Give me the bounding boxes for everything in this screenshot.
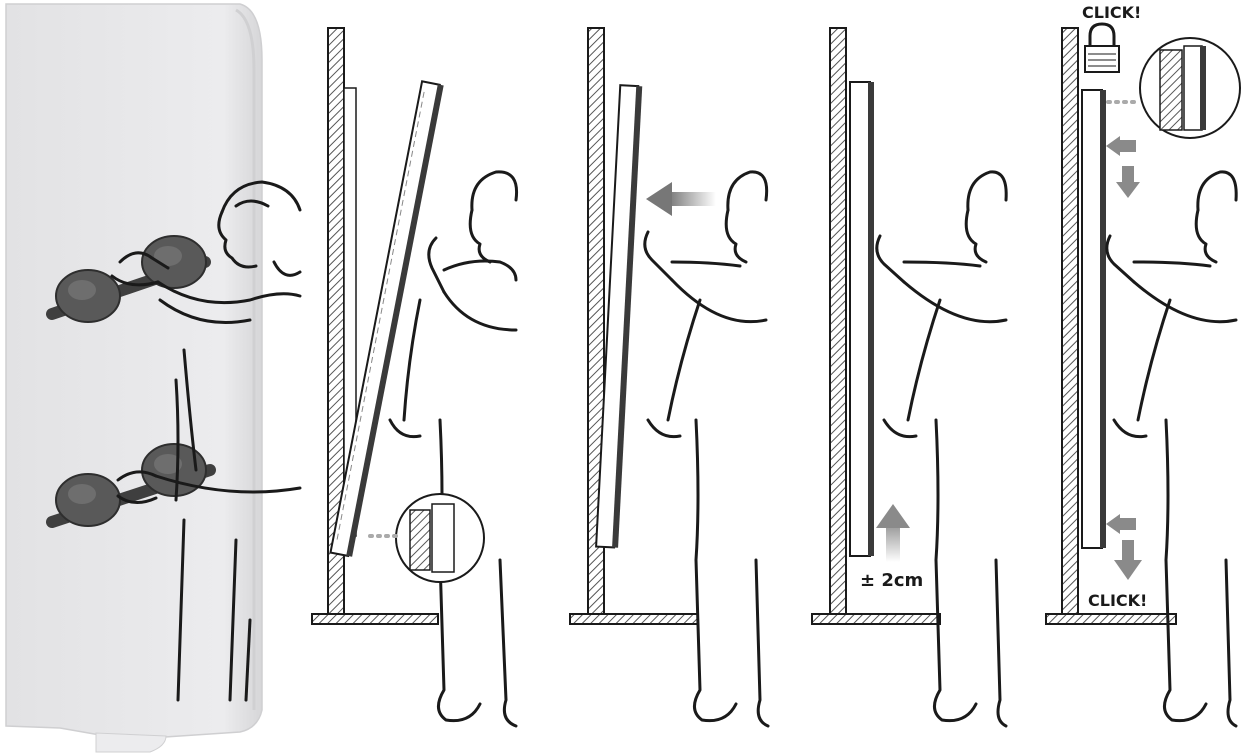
person-3 <box>645 172 768 726</box>
floor <box>570 614 698 624</box>
arrow-left-icon <box>646 182 716 216</box>
wall <box>1062 28 1078 614</box>
person-5 <box>1107 172 1236 726</box>
arrow-left-icon <box>1106 136 1136 156</box>
detail-magnifier-5 <box>1108 38 1240 138</box>
padlock-icon <box>1085 24 1119 72</box>
display-4 <box>850 82 870 556</box>
arrow-down-icon <box>1116 166 1140 198</box>
floor <box>1046 614 1176 624</box>
floor <box>312 614 438 624</box>
step-2-hook-panel <box>312 28 517 726</box>
panel-stand-tab <box>96 733 166 752</box>
step-1-lift-panel <box>6 4 300 752</box>
arrow-down-icon <box>1114 540 1142 580</box>
measure-label: ± 2cm <box>860 570 923 591</box>
arrow-up-icon <box>876 504 910 562</box>
step-3-push-panel <box>570 28 768 726</box>
wall <box>830 28 846 614</box>
display-5 <box>1082 90 1102 548</box>
click-bottom-label: CLICK! <box>1088 591 1147 610</box>
person-4 <box>877 172 1006 726</box>
click-top-label: CLICK! <box>1082 3 1141 22</box>
step-5-lock-in-place: CLICK! CLI <box>1046 3 1240 726</box>
arrow-left-icon <box>1106 514 1136 534</box>
detail-magnifier-2 <box>370 494 484 582</box>
display-panel-front <box>6 4 262 738</box>
step-4-lift-adjust: ± 2cm <box>812 28 1006 726</box>
floor <box>812 614 940 624</box>
